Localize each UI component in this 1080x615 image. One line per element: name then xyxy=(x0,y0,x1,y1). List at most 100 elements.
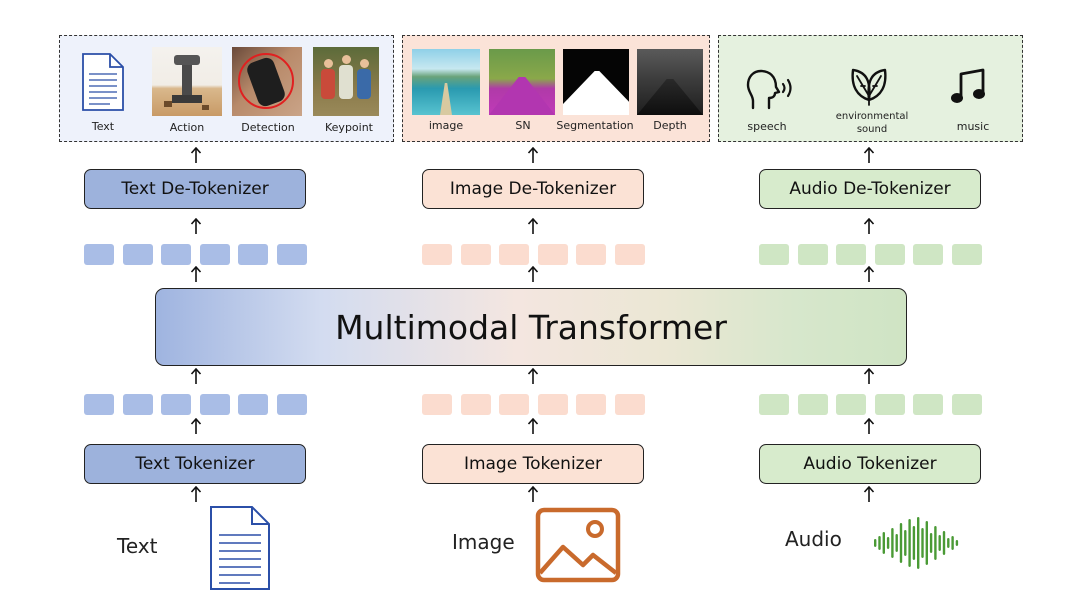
output-caption-detection: Detection xyxy=(241,121,295,134)
arrow-up-icon xyxy=(863,418,875,435)
text-token xyxy=(238,394,268,415)
output-caption-image: image xyxy=(428,119,464,132)
audio-token xyxy=(797,244,828,265)
arrow-up-icon xyxy=(190,486,202,503)
arrow-up-icon xyxy=(527,368,539,385)
arrow-up-icon xyxy=(190,266,202,283)
image-tokenizer-box: Image Tokenizer xyxy=(422,444,644,484)
output-caption-depth: Depth xyxy=(653,119,687,132)
output-caption-segmentation: Segmentation xyxy=(556,119,634,132)
waveform-bar xyxy=(891,528,894,558)
waveform-bar xyxy=(947,538,950,548)
image-token xyxy=(460,394,491,415)
leaves-icon xyxy=(851,68,887,106)
text-token xyxy=(122,244,153,265)
music-note-icon xyxy=(951,68,985,103)
image-token xyxy=(460,244,491,265)
image-token xyxy=(499,394,529,415)
arrow-up-icon xyxy=(863,147,875,164)
text-token xyxy=(122,394,153,415)
audio-token xyxy=(913,394,943,415)
image-token xyxy=(499,244,529,265)
arrow-up-icon xyxy=(527,147,539,164)
robot-arm-photo xyxy=(152,47,222,116)
arrow-up-icon xyxy=(190,218,202,235)
image-token xyxy=(576,394,606,415)
picture-icon xyxy=(535,507,621,583)
audio-token xyxy=(951,244,982,265)
arrow-up-icon xyxy=(190,147,202,164)
image-token xyxy=(537,394,568,415)
image-token xyxy=(576,244,606,265)
audio-token xyxy=(913,244,943,265)
audio-token xyxy=(951,394,982,415)
image-token xyxy=(422,244,452,265)
arrow-up-icon xyxy=(190,368,202,385)
waveform-bar xyxy=(942,531,946,555)
arrow-up-icon xyxy=(527,486,539,503)
waveform-bar xyxy=(908,519,911,567)
output-caption-keypoint: Keypoint xyxy=(325,121,373,134)
arrow-up-icon xyxy=(527,218,539,235)
audio-token xyxy=(759,394,789,415)
waveform-bar xyxy=(895,534,898,552)
text-token xyxy=(199,244,230,265)
text-token xyxy=(276,394,307,415)
text-token xyxy=(199,394,230,415)
text-token xyxy=(161,244,191,265)
surface-normal-map xyxy=(489,49,555,115)
audio-detokenizer-box: Audio De-Tokenizer xyxy=(759,169,981,209)
text-token xyxy=(84,394,114,415)
text-tokenizer-box: Text Tokenizer xyxy=(84,444,306,484)
detection-photo xyxy=(232,47,302,116)
arrow-up-icon xyxy=(863,218,875,235)
waveform-bar xyxy=(904,530,907,556)
waveform-bar xyxy=(882,532,885,554)
text-token xyxy=(161,394,191,415)
output-caption-sn: SN xyxy=(515,119,531,132)
audio-tokenizer-box: Audio Tokenizer xyxy=(759,444,981,484)
audio-token xyxy=(874,394,905,415)
arrow-up-icon xyxy=(863,486,875,503)
image-token xyxy=(614,394,645,415)
image-detokenizer-box: Image De-Tokenizer xyxy=(422,169,644,209)
output-caption-speech: speech xyxy=(747,120,787,133)
waveform-bar xyxy=(934,526,937,560)
waveform-bar xyxy=(917,517,920,569)
text-token xyxy=(84,244,114,265)
waveform-bar xyxy=(899,523,903,563)
image-token xyxy=(537,244,568,265)
document-icon xyxy=(210,506,270,590)
input-label-image: Image xyxy=(452,530,515,554)
waveform-bar xyxy=(925,521,928,565)
input-label-audio: Audio xyxy=(785,527,842,551)
keypoint-photo xyxy=(313,47,379,116)
input-label-text: Text xyxy=(117,534,158,558)
text-token xyxy=(276,244,307,265)
text-detokenizer-box: Text De-Tokenizer xyxy=(84,169,306,209)
waveform-bar xyxy=(878,536,881,550)
waveform-bar xyxy=(929,533,933,553)
audio-token xyxy=(836,394,866,415)
waveform-bar xyxy=(951,536,954,550)
audio-token xyxy=(797,394,828,415)
waveform-bar xyxy=(912,526,916,560)
depth-map xyxy=(637,49,703,115)
arrow-up-icon xyxy=(527,266,539,283)
image-token xyxy=(614,244,645,265)
waveform-bar xyxy=(938,535,941,551)
document-icon xyxy=(82,53,124,111)
image-token xyxy=(422,394,452,415)
audio-token xyxy=(759,244,789,265)
output-caption-environmental-sound: environmental sound xyxy=(835,111,909,135)
waveform-icon xyxy=(874,517,959,569)
waveform-bar xyxy=(886,537,890,549)
speaking-head-icon xyxy=(746,69,792,110)
waveform-bar xyxy=(955,540,959,546)
landscape-photo xyxy=(412,49,480,115)
arrow-up-icon xyxy=(527,418,539,435)
multimodal-transformer-box: Multimodal Transformer xyxy=(155,288,907,366)
audio-token xyxy=(874,244,905,265)
output-caption-music: music xyxy=(956,120,990,133)
waveform-bar xyxy=(874,539,877,547)
